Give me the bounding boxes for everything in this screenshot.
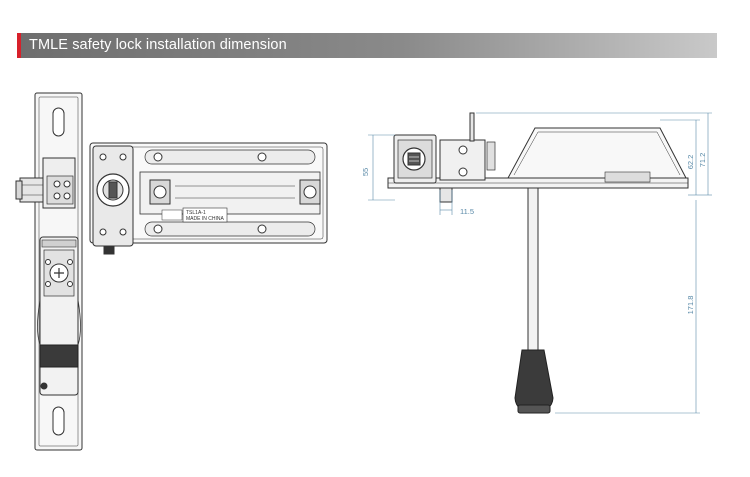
part-label: TSL1A-1 — [186, 210, 206, 216]
banner-accent-bar — [17, 33, 21, 58]
label-plate — [182, 207, 228, 223]
front-view — [15, 92, 328, 451]
side-view — [387, 112, 689, 414]
title-banner: TMLE safety lock installation dimension — [17, 33, 717, 58]
dim-top-height: 62.2 — [686, 155, 695, 170]
dim-lever-length: 171.8 — [686, 296, 695, 315]
housing-cover — [507, 127, 687, 179]
lever-grip — [39, 344, 79, 368]
origin-label: MADE IN CHINA — [186, 216, 224, 222]
bottom-slot — [52, 406, 65, 436]
lever-rod — [527, 187, 539, 351]
dimension-lines — [368, 112, 712, 414]
dim-left-height: 55 — [361, 168, 370, 176]
banner-title: TMLE safety lock installation dimension — [29, 37, 287, 53]
dim-bottom-offset: 11.5 — [460, 207, 474, 216]
side-shaft — [19, 177, 44, 203]
lever-handle — [514, 349, 554, 413]
dim-total-height: 71.2 — [698, 153, 707, 168]
top-slot — [52, 107, 65, 137]
